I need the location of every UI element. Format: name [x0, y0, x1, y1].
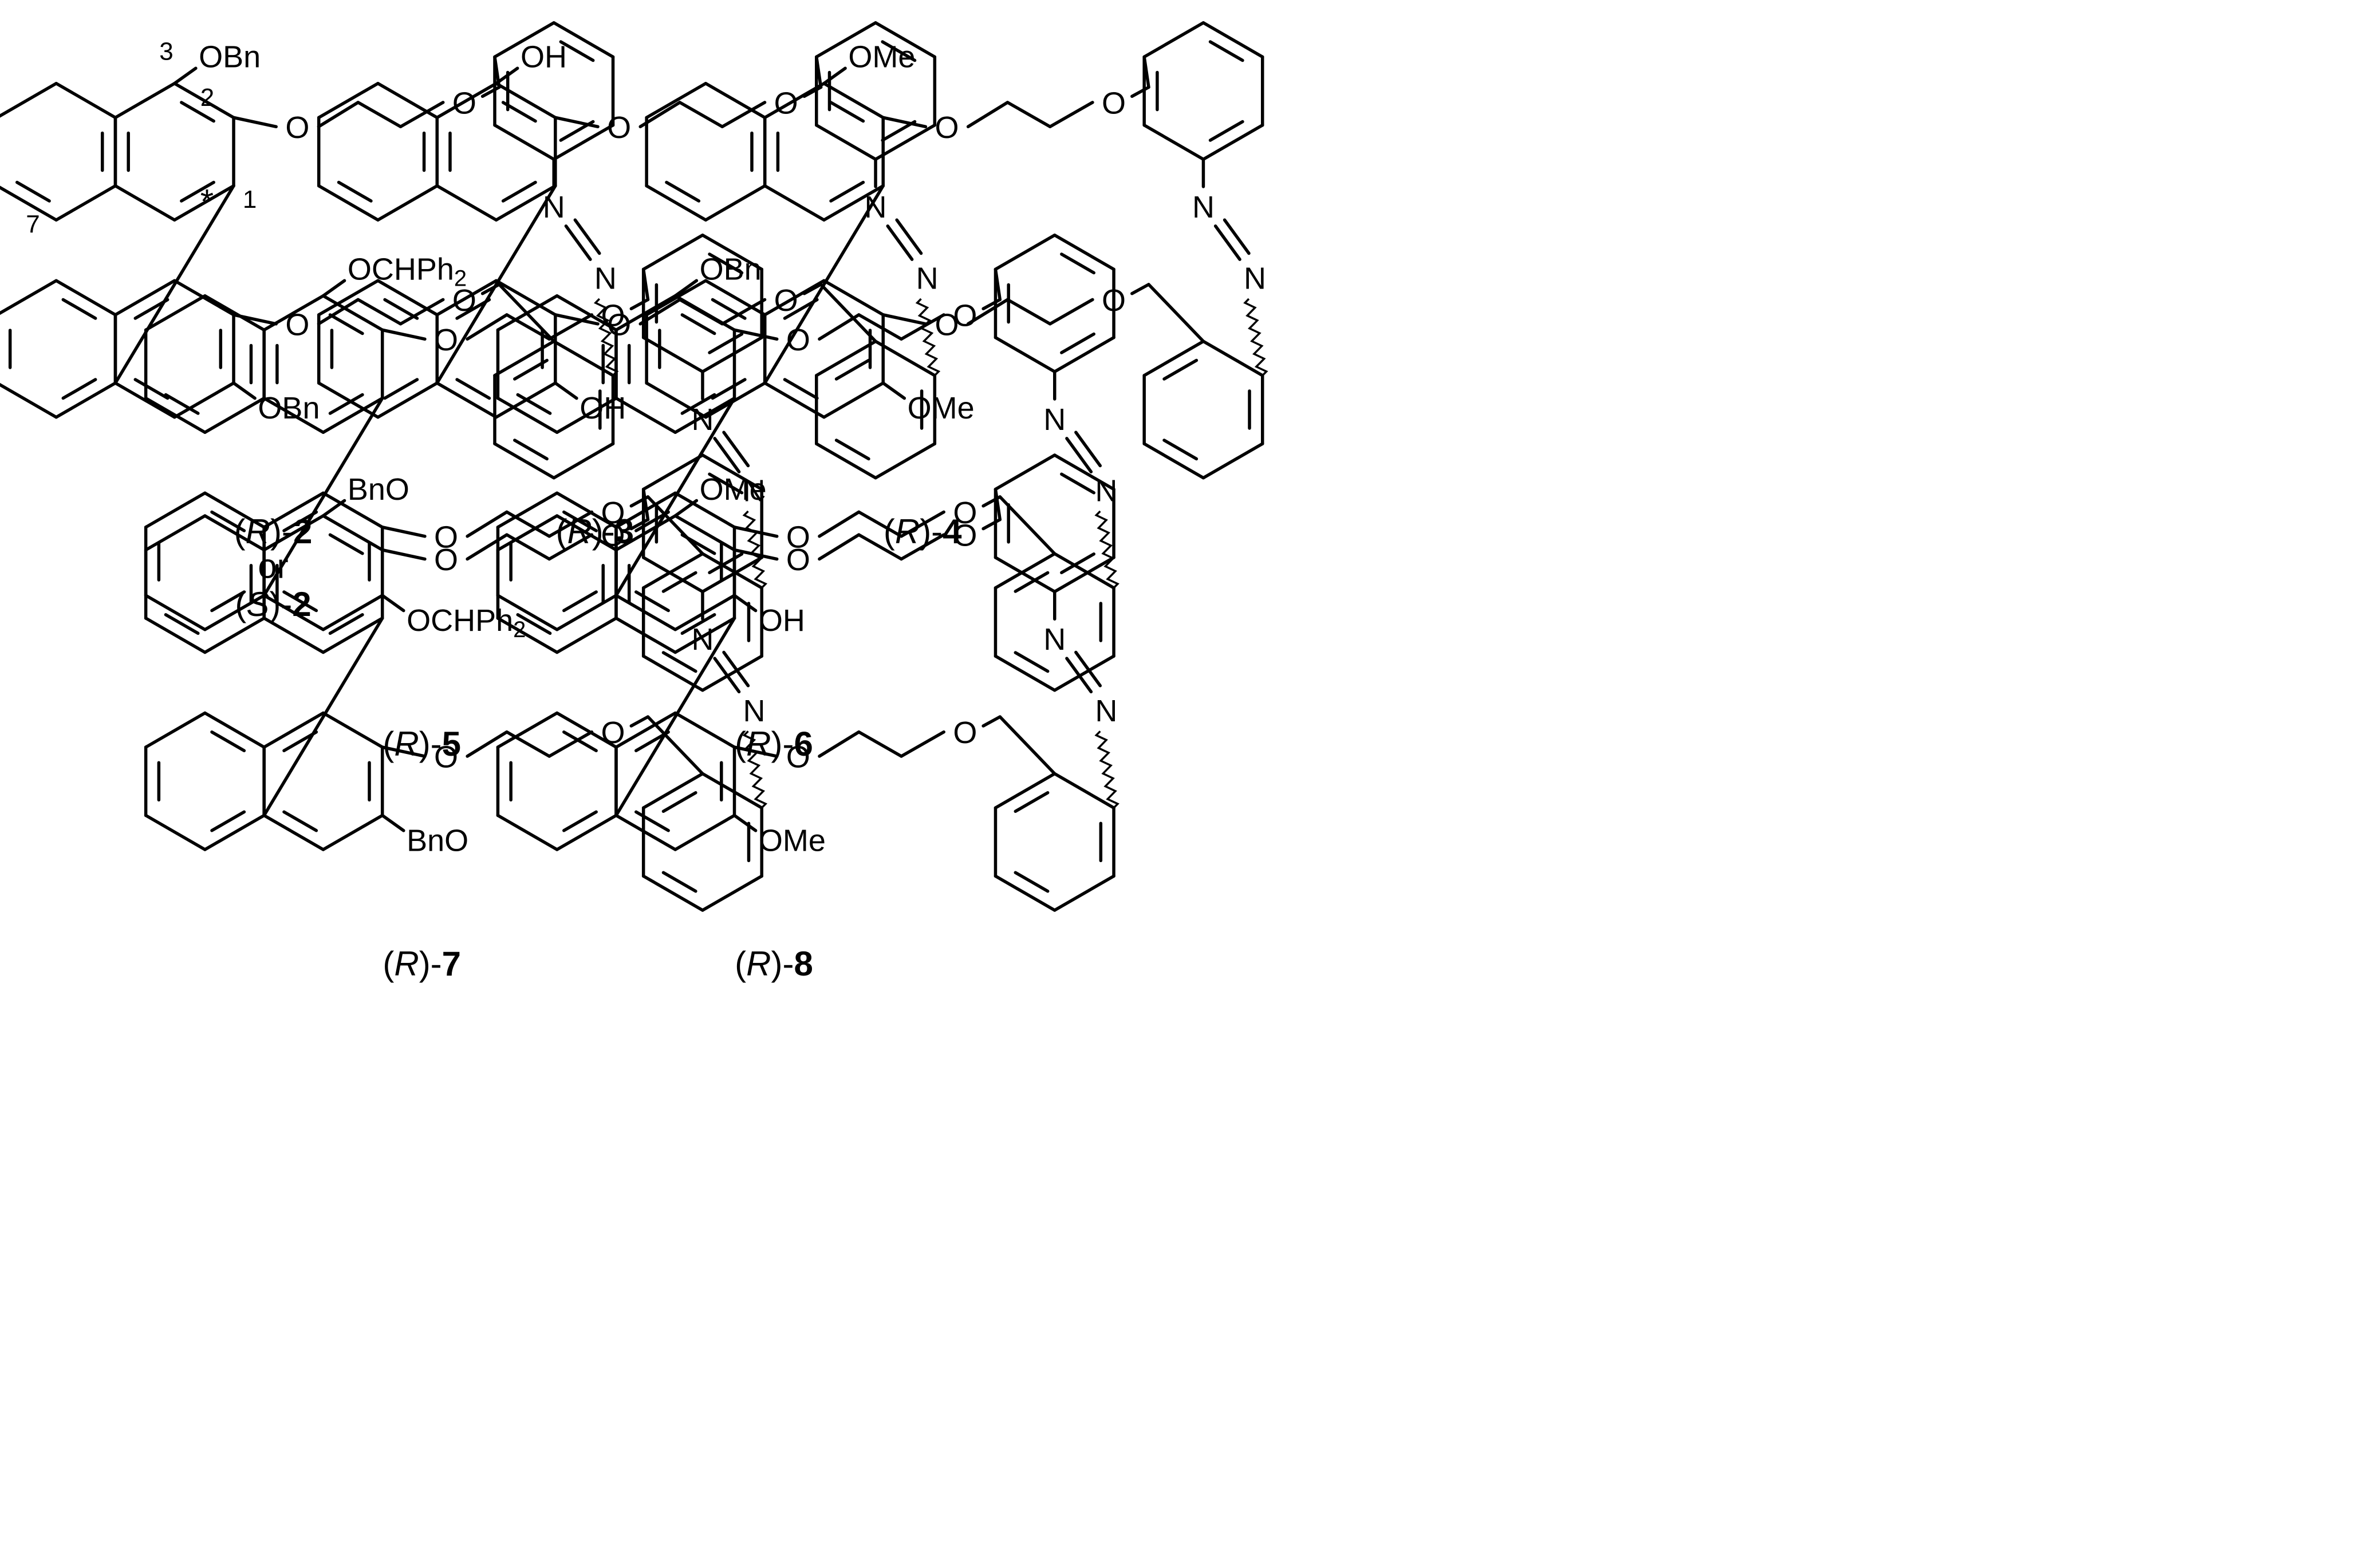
azo-nitrogen: N — [1244, 262, 1266, 296]
ether-oxygen: O — [935, 110, 959, 145]
azo-nitrogen: N — [543, 190, 565, 224]
azo-nitrogen: N — [1043, 622, 1066, 657]
azo-nitrogen: N — [594, 262, 617, 296]
ether-oxygen: O — [434, 543, 458, 577]
position-label: 7 — [26, 210, 40, 238]
azo-nitrogen: N — [1095, 694, 1117, 728]
azo-nitrogen: N — [1043, 402, 1066, 437]
compound-label: (R)-4 — [884, 512, 962, 551]
compound-label: (R)-8 — [735, 945, 813, 983]
ether-oxygen: O — [285, 110, 309, 145]
position-label: 3 — [159, 37, 173, 65]
substituent-top: OBn — [700, 252, 762, 287]
position-label: 1 — [243, 185, 257, 214]
stereo-center-mark: * — [200, 182, 214, 220]
substituent-bottom: OH — [580, 391, 626, 425]
ether-oxygen: O — [935, 307, 959, 342]
ether-oxygen: O — [786, 520, 810, 554]
ether-oxygen: O — [953, 298, 977, 333]
ether-oxygen: O — [434, 740, 458, 775]
ether-oxygen: O — [953, 716, 977, 750]
ether-oxygen: O — [607, 110, 631, 145]
substituent-bottom: OMe — [908, 391, 975, 425]
azo-nitrogen: N — [1192, 190, 1215, 224]
ether-oxygen: O — [434, 323, 458, 357]
compound-label: (R)-7 — [383, 945, 461, 983]
azo-nitrogen: N — [916, 262, 939, 296]
substituent-bottom: OH — [759, 603, 805, 638]
substituent-top: OMe — [848, 40, 915, 74]
compound-label: (R)-5 — [383, 725, 461, 763]
ether-oxygen: O — [786, 323, 810, 357]
ether-oxygen: O — [285, 307, 309, 342]
ether-oxygen: O — [434, 520, 458, 554]
substituent-bottom: OBn — [258, 391, 320, 425]
ether-oxygen: O — [786, 543, 810, 577]
ether-oxygen: O — [953, 496, 977, 530]
substituent-top: OMe — [700, 472, 767, 507]
substituent-top: BnO — [348, 472, 409, 507]
azo-nitrogen: N — [743, 694, 766, 728]
substituent-top: OBn — [199, 40, 261, 74]
substituent-bottom: OCHPh2 — [407, 603, 526, 642]
ether-oxygen: O — [786, 740, 810, 775]
substituent-top: OH — [521, 40, 567, 74]
substituent-bottom: BnO — [407, 823, 468, 858]
substituent-bottom: OMe — [759, 823, 826, 858]
ether-oxygen: O — [774, 86, 798, 120]
position-label: 2 — [200, 84, 214, 112]
ether-oxygen: O — [1102, 86, 1126, 120]
substituent-top: OCHPh2 — [348, 252, 467, 291]
ether-oxygen: O — [953, 519, 977, 553]
